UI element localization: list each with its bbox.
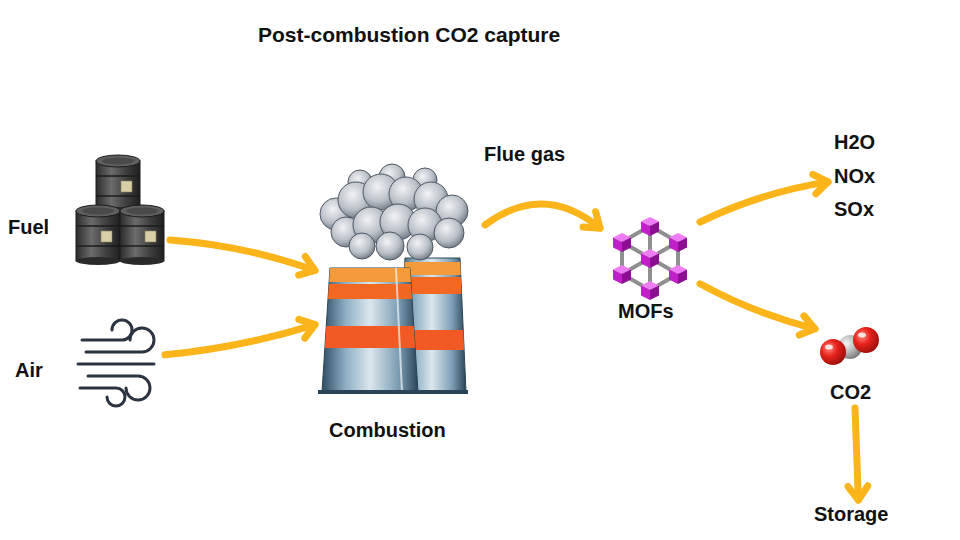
node-label: H2O	[834, 130, 875, 154]
air-node: Air	[5, 320, 165, 405]
arrow-head	[848, 486, 868, 500]
air-wind-icon	[78, 320, 154, 406]
arrow-head	[299, 257, 315, 276]
node-label: MOFs	[618, 299, 674, 323]
flow-arrow	[700, 284, 815, 335]
node-label: SOx	[834, 197, 874, 221]
smoke-cloud	[320, 164, 468, 260]
mofs-node: MOFs	[600, 222, 700, 325]
mof-structure	[613, 217, 687, 300]
arrow-shaft	[165, 325, 315, 355]
flow-arrow	[485, 204, 600, 228]
arrow-shaft	[700, 284, 815, 329]
flow-arrow	[165, 319, 315, 355]
arrow-head	[583, 212, 600, 228]
node-label: Storage	[814, 502, 888, 526]
arrow-shaft	[700, 182, 828, 222]
edge-label: Flue gas	[482, 142, 567, 166]
fuel-barrels	[76, 155, 164, 265]
arrow-head	[299, 319, 315, 338]
node-label: Fuel	[8, 215, 49, 239]
storage-node: Storage	[808, 500, 920, 532]
arrow-shaft	[855, 408, 858, 500]
flow-arrow	[170, 240, 315, 275]
arrow-shaft	[485, 204, 600, 228]
arrow-head	[813, 174, 828, 194]
flow-arrow	[848, 408, 868, 500]
combustion-node: Combustion	[315, 165, 485, 450]
node-label: Combustion	[329, 418, 446, 442]
arrow-head	[799, 316, 815, 335]
co2-node: CO2	[815, 320, 895, 408]
node-label: CO2	[830, 380, 871, 404]
arrow-shaft	[170, 240, 315, 270]
fuel-node: Fuel	[5, 150, 170, 270]
co2-molecule	[820, 327, 879, 365]
node-label: Air	[15, 358, 43, 382]
chimney-towers	[318, 258, 470, 394]
node-label: NOx	[834, 164, 875, 188]
diagram-title: Post-combustion CO2 capture	[258, 22, 560, 47]
flow-arrow	[700, 174, 828, 222]
exhaust-gases-node: H2O NOxSOx	[828, 128, 896, 226]
